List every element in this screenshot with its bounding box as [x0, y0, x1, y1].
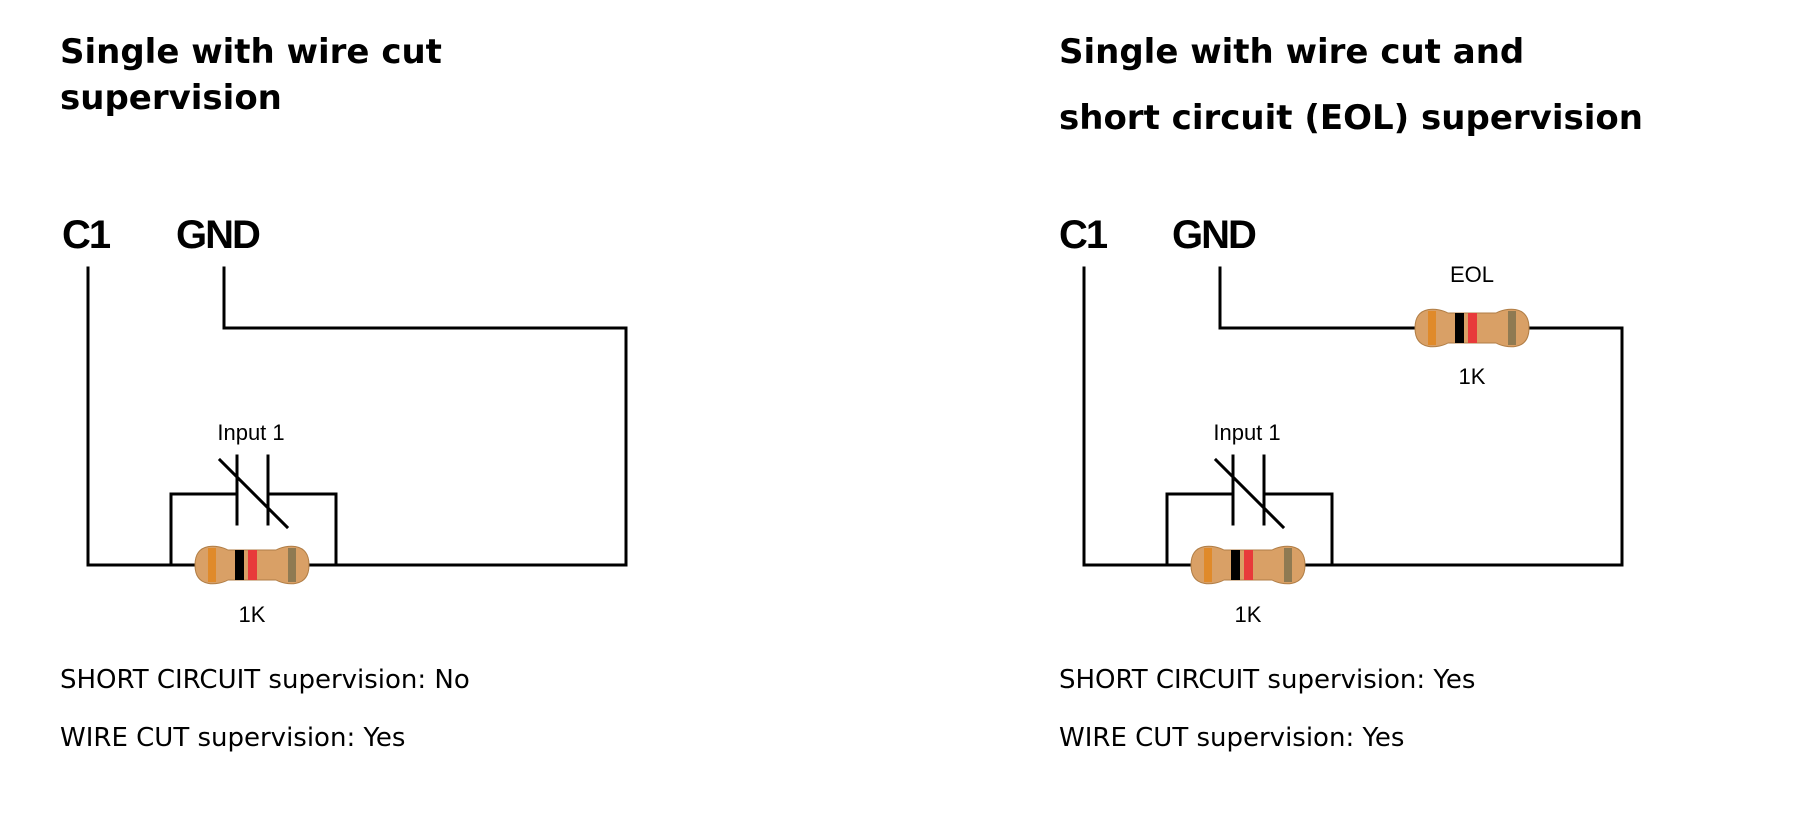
panel-1-terminal-c1: C1 [62, 213, 111, 257]
panel-2-terminal-gnd: GND [1172, 213, 1256, 257]
panel-2-terminal-c1: C1 [1059, 213, 1108, 257]
panel-1-title-line-2: supervision [60, 78, 282, 118]
panel-2-parallel-resistor [1190, 545, 1306, 585]
panel-1-switch-diagonal [217, 457, 290, 530]
panel-1-resistor-value: 1K [239, 602, 266, 627]
panel-2-wire-cut-status: WIRE CUT supervision: Yes [1059, 723, 1405, 753]
panel-1-switch-label: Input 1 [217, 420, 284, 445]
panel-1-title-line-1: Single with wire cut [60, 32, 442, 72]
panel-1-parallel-resistor [194, 545, 310, 585]
panel-1-terminal-gnd: GND [176, 213, 260, 257]
panel-2-eol-resistor-value: 1K [1459, 364, 1486, 389]
panel-2-parallel-resistor-value: 1K [1235, 602, 1262, 627]
panel-1-title: Single with wire cut supervision [60, 32, 580, 128]
panel-2-short-circuit-status: SHORT CIRCUIT supervision: Yes [1059, 665, 1476, 695]
panel-2-return-wire [1302, 326, 1624, 567]
panel-2-gnd-wire [1218, 266, 1420, 330]
panel-1-c1-wire [86, 266, 197, 567]
panel-2-title-line-2: short circuit (EOL) supervision [1059, 98, 1643, 138]
panel-1-gnd-wire [222, 266, 628, 567]
panel-2-title-line-1: Single with wire cut and [1059, 32, 1525, 72]
panel-2-title: Single with wire cut and short circuit (… [1059, 32, 1799, 142]
panel-2-c1-wire [1082, 266, 1193, 567]
panel-1-switch-loop [169, 492, 338, 567]
panel-1-circuit: C1 GND Input 1 1K [62, 213, 628, 627]
panel-1-wire-cut-status: WIRE CUT supervision: Yes [60, 723, 406, 753]
panel-2-eol-resistor [1414, 308, 1530, 348]
panel-2-switch-loop [1165, 492, 1334, 567]
panel-2-switch-diagonal [1213, 457, 1286, 530]
panel-2-switch-label: Input 1 [1213, 420, 1280, 445]
panel-1-short-circuit-status: SHORT CIRCUIT supervision: No [60, 665, 470, 695]
panel-2-eol-label: EOL [1450, 262, 1494, 287]
panel-2-circuit: C1 GND Input 1 1K EOL 1K [1059, 213, 1624, 627]
